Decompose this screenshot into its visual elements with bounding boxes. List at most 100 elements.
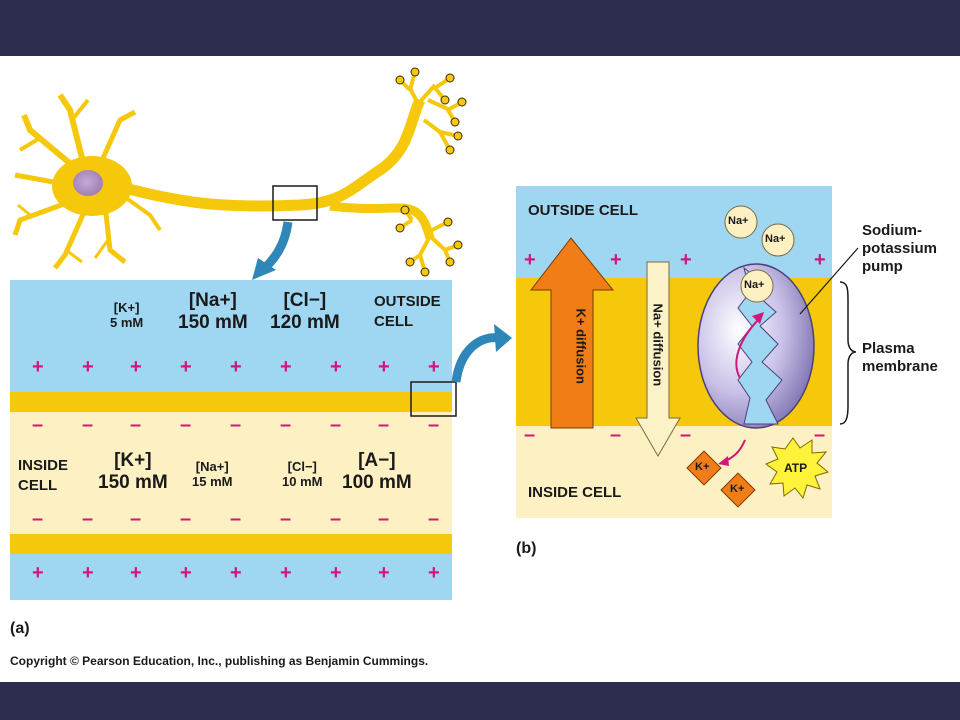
axon-zoom-box bbox=[272, 185, 318, 221]
panel-b-label: (b) bbox=[516, 540, 537, 557]
na-ion-label-1: Na+ bbox=[728, 215, 749, 227]
inside-k-block: [K+] 150 mM bbox=[98, 450, 168, 494]
sodium-potassium-pump bbox=[697, 263, 815, 466]
k-ion-label-2: K+ bbox=[730, 483, 745, 495]
panel-a-label: (a) bbox=[10, 620, 30, 637]
slide: [K+] 5 mM [Na+] 150 mM [Cl−] 120 mM OUTS… bbox=[0, 56, 960, 682]
plasma-membrane-label: Plasma membrane bbox=[862, 340, 938, 375]
diagram-graphics bbox=[10, 67, 859, 600]
minus-sign: – bbox=[280, 508, 292, 530]
plus-sign: + bbox=[378, 562, 390, 584]
plus-sign: + bbox=[130, 356, 142, 378]
outside-k-block: [K+] 5 mM bbox=[110, 300, 144, 331]
minus-sign: – bbox=[280, 414, 292, 436]
plus-sign: + bbox=[330, 356, 342, 378]
atp-burst bbox=[764, 437, 830, 500]
inside-na-label: [Na+] bbox=[195, 459, 229, 474]
minus-sign: – bbox=[378, 508, 390, 530]
outside-k-label: [K+] bbox=[113, 300, 140, 315]
inside-cl-block: [Cl−] 10 mM bbox=[282, 459, 323, 490]
minus-sign: – bbox=[32, 414, 44, 436]
inside-cl-value: 10 mM bbox=[282, 473, 323, 489]
minus-sign: – bbox=[130, 508, 142, 530]
outside-k-value: 5 mM bbox=[110, 314, 144, 330]
outside-na-value: 150 mM bbox=[178, 311, 248, 333]
bottom-band bbox=[0, 682, 960, 720]
outside-na-block: [Na+] 150 mM bbox=[178, 290, 248, 334]
k-ion-1 bbox=[686, 450, 722, 486]
inside-k-label: [K+] bbox=[114, 450, 152, 471]
membrane-zoom-box bbox=[410, 381, 457, 417]
plus-sign: + bbox=[82, 562, 94, 584]
plus-sign: + bbox=[280, 356, 292, 378]
minus-sign: – bbox=[428, 508, 440, 530]
plus-sign: + bbox=[82, 356, 94, 378]
plus-sign: + bbox=[130, 562, 142, 584]
minus-sign: – bbox=[230, 414, 242, 436]
outside-cl-value: 120 mM bbox=[270, 311, 340, 333]
inside-a-value: 100 mM bbox=[342, 471, 412, 493]
copyright-text: Copyright © Pearson Education, Inc., pub… bbox=[10, 654, 429, 668]
plus-sign: + bbox=[428, 562, 440, 584]
plus-sign: + bbox=[524, 249, 536, 271]
outside-cell-label-b: OUTSIDE CELL bbox=[528, 202, 639, 219]
na-ion-3 bbox=[740, 269, 774, 303]
plus-sign: + bbox=[180, 356, 192, 378]
k-diffusion-label: K+ diffusion bbox=[573, 308, 589, 384]
na-diffusion-arrow bbox=[635, 261, 681, 457]
plus-sign: + bbox=[32, 562, 44, 584]
minus-sign: – bbox=[330, 414, 342, 436]
outside-cell-label-a: OUTSIDE CELL bbox=[374, 293, 441, 331]
plus-sign: + bbox=[230, 562, 242, 584]
pump-pointer bbox=[799, 247, 859, 315]
plus-sign: + bbox=[814, 249, 826, 271]
panel-a-background bbox=[10, 280, 452, 600]
atp-label: ATP bbox=[784, 461, 808, 475]
minus-sign: – bbox=[680, 424, 692, 446]
plus-sign: + bbox=[680, 249, 692, 271]
minus-sign: – bbox=[378, 414, 390, 436]
plus-sign: + bbox=[180, 562, 192, 584]
minus-sign: – bbox=[524, 424, 536, 446]
inside-cl-label: [Cl−] bbox=[287, 459, 317, 474]
inside-a-label: [A−] bbox=[358, 450, 396, 471]
plus-sign: + bbox=[32, 356, 44, 378]
minus-sign: – bbox=[82, 414, 94, 436]
minus-sign: – bbox=[82, 508, 94, 530]
minus-sign: – bbox=[180, 508, 192, 530]
na-ion-label-3: Na+ bbox=[744, 279, 765, 291]
minus-sign: – bbox=[428, 414, 440, 436]
inside-k-value: 150 mM bbox=[98, 471, 168, 493]
na-diffusion-label: Na+ diffusion bbox=[650, 303, 666, 387]
pump-label: Sodium- potassium pump bbox=[862, 222, 938, 275]
na-ion-label-2: Na+ bbox=[765, 233, 786, 245]
minus-sign: – bbox=[32, 508, 44, 530]
plus-sign: + bbox=[428, 356, 440, 378]
zoom-arrow-b bbox=[451, 333, 501, 383]
membrane-bracket bbox=[839, 281, 857, 425]
inside-cell-label-b: INSIDE CELL bbox=[528, 484, 622, 501]
plus-sign: + bbox=[378, 356, 390, 378]
minus-sign: – bbox=[130, 414, 142, 436]
plus-sign: + bbox=[230, 356, 242, 378]
minus-sign: – bbox=[814, 424, 826, 446]
minus-sign: – bbox=[180, 414, 192, 436]
plus-sign: + bbox=[280, 562, 292, 584]
minus-sign: – bbox=[230, 508, 242, 530]
inside-na-block: [Na+] 15 mM bbox=[192, 459, 233, 490]
plus-sign: + bbox=[610, 249, 622, 271]
inside-a-block: [A−] 100 mM bbox=[342, 450, 412, 494]
plus-sign: + bbox=[330, 562, 342, 584]
inside-cell-label-a: INSIDE CELL bbox=[18, 457, 69, 494]
k-diffusion-arrow bbox=[529, 237, 615, 429]
na-ion-1 bbox=[724, 205, 758, 239]
k-ion-2 bbox=[720, 472, 756, 508]
zoom-arrow-a bbox=[261, 221, 293, 272]
k-ion-label-1: K+ bbox=[695, 461, 710, 473]
na-ion-2 bbox=[761, 223, 795, 257]
neuron bbox=[12, 67, 467, 277]
outside-cl-label: [Cl−] bbox=[283, 290, 327, 311]
minus-sign: – bbox=[610, 424, 622, 446]
inside-na-value: 15 mM bbox=[192, 473, 233, 489]
top-band bbox=[0, 0, 960, 56]
